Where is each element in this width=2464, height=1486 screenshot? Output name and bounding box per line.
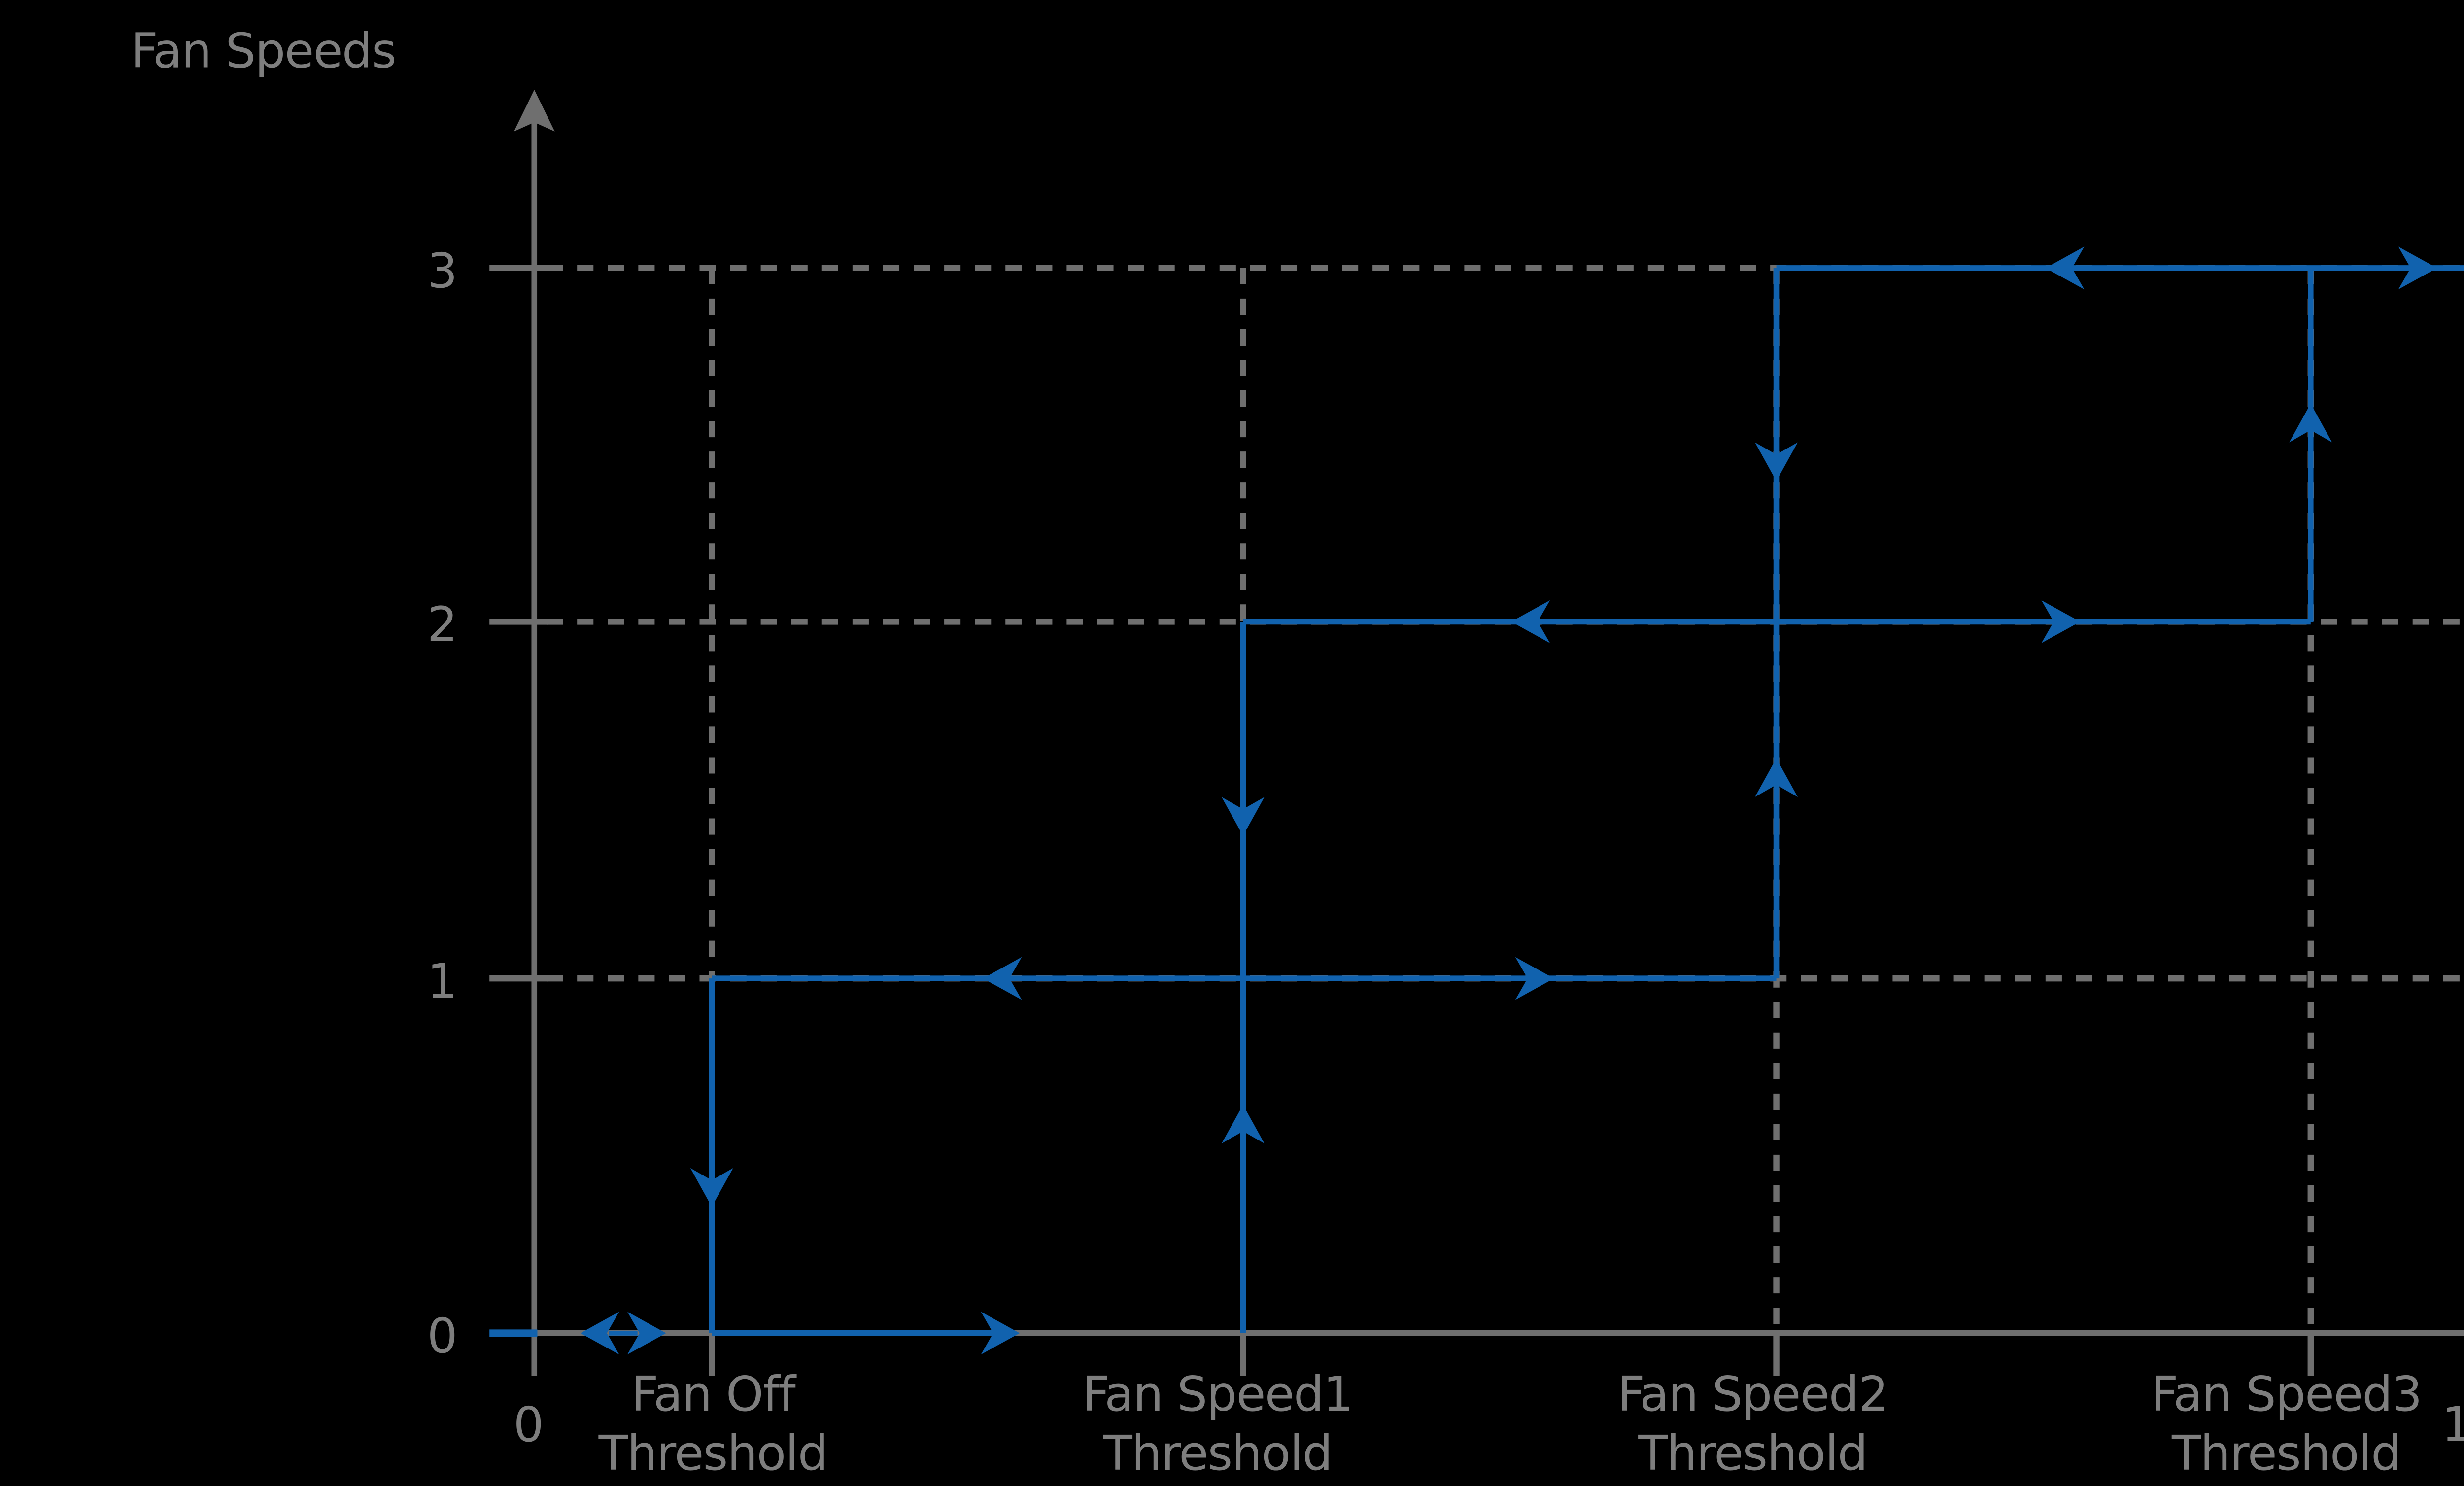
y-tick-label-3: 3 [427, 243, 457, 299]
threshold-label-fan-speed2-line2: Threshold [1638, 1425, 1867, 1481]
direction-arrow-right-icon [2041, 600, 2081, 643]
direction-arrow-down-icon [1221, 797, 1265, 836]
double-arrow-right-head-icon [627, 1312, 666, 1355]
y-axis-arrowhead-icon [513, 89, 555, 132]
direction-arrow-left-icon [1511, 600, 1550, 643]
x-tick-label-100: 100 [2441, 1397, 2464, 1452]
threshold-label-fan-speed1-line1: Fan Speed1 [1082, 1366, 1353, 1422]
threshold-label-fan-off-line2: Threshold [598, 1425, 827, 1481]
direction-arrow-right-icon [981, 1312, 1020, 1355]
y-tick-label-1: 1 [427, 954, 457, 1009]
threshold-label-fan-speed2-line1: Fan Speed2 [1617, 1366, 1888, 1422]
direction-arrow-down-icon [1755, 442, 1798, 482]
x-tick-label-0: 0 [513, 1397, 543, 1452]
y-tick-label-0: 0 [427, 1308, 457, 1364]
direction-arrow-up-icon [2289, 403, 2332, 443]
threshold-label-fan-speed1-line2: Threshold [1102, 1425, 1332, 1481]
labels-layer: Fan Speeds 3 2 1 0 0 100 Fan Off Thresho… [131, 23, 2464, 1481]
direction-arrow-up-icon [1221, 1105, 1265, 1144]
direction-arrow-left-icon [983, 957, 1022, 1000]
threshold-label-fan-off-line1: Fan Off [631, 1366, 797, 1422]
y-axis-title: Fan Speeds [131, 23, 396, 79]
threshold-label-fan-speed3-line2: Threshold [2171, 1425, 2400, 1481]
direction-arrow-right-icon [1515, 957, 1554, 1000]
hysteresis-curve-layer [489, 246, 2464, 1355]
double-arrow-left-head-icon [580, 1312, 619, 1355]
axes-layer [489, 89, 2464, 1376]
threshold-label-fan-speed3-line1: Fan Speed3 [2151, 1366, 2421, 1422]
dashed-gridlines-layer [547, 265, 2464, 1333]
direction-arrow-down-icon [690, 1168, 733, 1207]
direction-arrow-right-icon [2398, 246, 2437, 290]
direction-arrow-left-icon [2045, 246, 2085, 290]
direction-arrow-up-icon [1755, 758, 1798, 797]
y-tick-label-2: 2 [427, 597, 457, 653]
